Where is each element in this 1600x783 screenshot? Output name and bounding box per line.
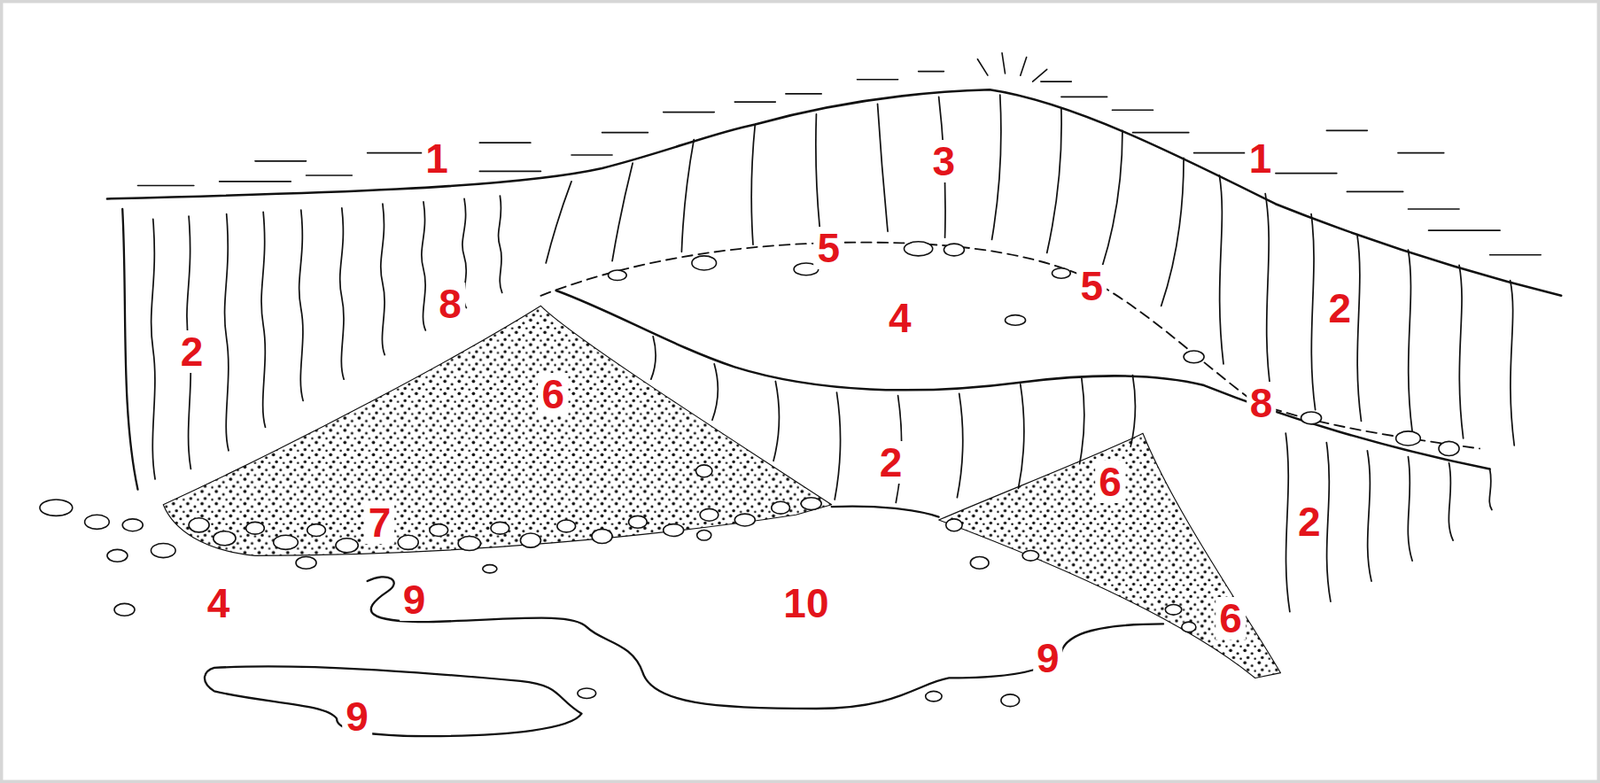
callout-number: 10 [779,582,832,625]
callout-number: 8 [1246,381,1277,425]
callout-number: 6 [1215,597,1246,640]
callout-number: 6 [1095,460,1126,504]
callout-number: 9 [341,695,373,738]
callout-number: 2 [1294,500,1325,544]
callout-number: 5 [813,226,844,270]
callout-number: 1 [1245,137,1276,180]
callout-number: 2 [1324,287,1355,330]
callout-number: 1 [421,137,452,180]
callout-number: 6 [537,372,568,416]
callout-number: 7 [365,501,396,544]
callout-number: 3 [929,139,960,183]
callout-number: 4 [203,582,234,625]
callout-number: 2 [177,330,208,373]
callout-number: 2 [876,441,907,484]
callout-number: 5 [1077,264,1108,308]
callout-number: 4 [885,296,916,340]
callout-number: 8 [434,282,466,326]
callout-number: 9 [399,578,430,622]
callout-number: 9 [1033,636,1064,680]
